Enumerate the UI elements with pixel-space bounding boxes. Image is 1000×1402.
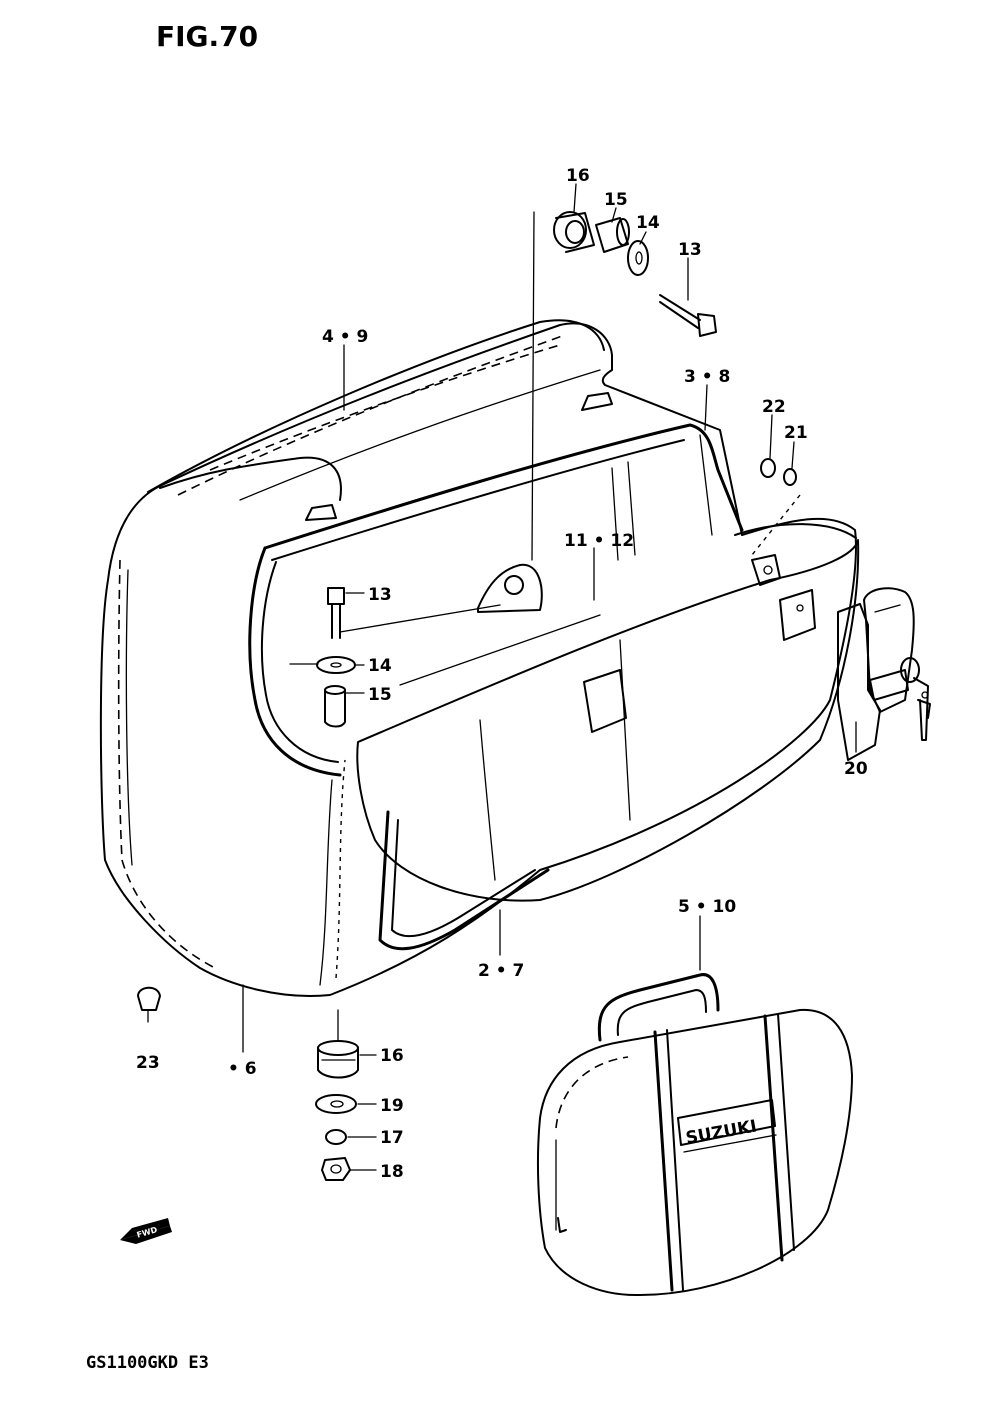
callout-17: 17 — [380, 1128, 404, 1148]
leader-line — [339, 604, 501, 633]
callout-3-8: 3 • 8 — [684, 367, 730, 387]
collar-inner — [324, 685, 346, 728]
callout-23: 23 — [136, 1053, 160, 1073]
model-code: GS1100GKD E3 — [86, 1353, 209, 1373]
leader-lines — [242, 183, 857, 1171]
collar-upper — [595, 217, 630, 253]
nut-lower — [321, 1157, 351, 1181]
callout-14-inner: 14 — [368, 656, 392, 676]
grommet-lower — [317, 1040, 359, 1079]
callout-15: 15 — [604, 190, 628, 210]
bolt-inner — [327, 587, 345, 639]
washer-inner — [316, 656, 356, 674]
lid — [147, 319, 613, 521]
bolt-upper — [659, 294, 717, 337]
callout-19: 19 — [380, 1096, 404, 1116]
nut-22 — [760, 458, 776, 478]
saddlebag-shell — [99, 322, 857, 997]
lock-assembly — [837, 587, 931, 761]
callout-5-10: 5 • 10 — [678, 897, 736, 917]
washer-upper — [627, 240, 649, 276]
leader-line — [531, 211, 535, 561]
spring-washer — [325, 1129, 347, 1145]
callout-labels: 16 15 14 13 4 • 9 3 • 8 22 21 11 • 12 13… — [136, 166, 868, 1182]
inner-liner — [378, 810, 550, 951]
bag-opening — [248, 423, 744, 777]
leader-line — [751, 494, 801, 556]
tool-bag: SUZUKI — [536, 973, 853, 1297]
callout-16: 16 — [566, 166, 590, 186]
callout-13: 13 — [678, 240, 702, 260]
figure-title: FIG.70 — [156, 20, 258, 53]
callout-22: 22 — [762, 397, 786, 417]
inner-tray — [356, 523, 860, 902]
fwd-arrow-icon: FWD — [120, 1218, 172, 1244]
washer-21 — [783, 468, 797, 486]
callout-21: 21 — [784, 423, 808, 443]
callout-1-6: • 6 — [228, 1059, 257, 1079]
callout-14: 14 — [636, 213, 660, 233]
callout-11-12: 11 • 12 — [564, 531, 634, 551]
callout-4-9: 4 • 9 — [322, 327, 368, 347]
callout-16-lower: 16 — [380, 1046, 404, 1066]
callout-2-7: 2 • 7 — [478, 961, 524, 981]
callout-13-inner: 13 — [368, 585, 392, 605]
cap-23 — [137, 986, 161, 1011]
leader-line — [399, 614, 601, 686]
latch-tab — [751, 554, 781, 586]
grommet-upper — [553, 211, 595, 253]
callout-18: 18 — [380, 1162, 404, 1182]
bag-logo: SUZUKI — [684, 1117, 758, 1149]
callout-15-inner: 15 — [368, 685, 392, 705]
washer-lower — [315, 1094, 357, 1114]
callout-20: 20 — [844, 759, 868, 779]
